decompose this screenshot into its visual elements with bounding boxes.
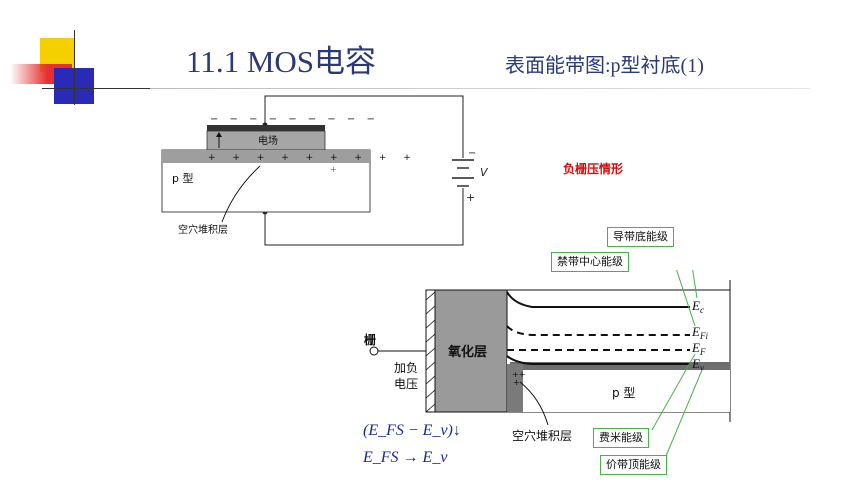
deco-v-line	[74, 30, 75, 105]
top-wire	[264, 95, 464, 158]
battery-label: V	[480, 166, 489, 179]
gate-terminal	[369, 346, 379, 356]
bias-label-2: 电压	[394, 377, 418, 391]
corner-decoration	[10, 30, 150, 110]
formula-line-1: (E_FS − E_v)↓	[363, 422, 461, 439]
ec-line	[506, 291, 690, 308]
ef-label: EF	[691, 340, 706, 357]
valence-band-region	[507, 358, 730, 412]
accumulation-band	[162, 150, 370, 163]
oxide-label: 氧化层	[447, 344, 487, 360]
efi-line	[506, 325, 690, 336]
condition-label: 负栅压情形	[563, 162, 624, 176]
callout-fermi: 费米能级	[593, 428, 649, 448]
ev-line	[506, 355, 690, 365]
header-rule	[150, 88, 810, 89]
svg-text:− − − − − − − − −: − − − − − − − − −	[210, 114, 379, 125]
slide-title: 11.1 MOS电容	[186, 44, 377, 79]
depletion-label: 空穴堆积层	[178, 223, 228, 236]
accumulation-region	[507, 364, 523, 412]
field-label: 电场	[258, 134, 278, 147]
battery-minus: −	[468, 148, 476, 159]
depletion-leader	[221, 165, 261, 223]
leader-conduction	[692, 270, 698, 299]
substrate-label: p 型	[612, 386, 635, 400]
accumulation-label: 空穴堆积层	[512, 428, 572, 443]
svg-text:+: +	[330, 165, 337, 174]
substrate-label: p 型	[172, 171, 193, 185]
gate-metal	[207, 125, 325, 131]
svg-text:+ + + + + + + + +: + + + + + + + + +	[208, 153, 418, 163]
svg-text:+: +	[513, 378, 520, 387]
leader-midgap	[676, 270, 696, 327]
deco-h-line	[42, 88, 150, 89]
mos-structure-diagram: − V + − − − − − − − − − 电场 + + + + + + +…	[161, 95, 489, 246]
battery-plus: +	[466, 191, 475, 204]
ev-label: Ev	[691, 356, 704, 373]
formula-line-2: E_FS → E_v	[363, 449, 448, 466]
ec-label: Ec	[691, 298, 704, 315]
callout-conduction-band: 导带底能级	[607, 227, 674, 247]
leader-fermi	[651, 353, 696, 431]
oxide-region	[434, 289, 508, 413]
efi-label: EFi	[691, 324, 708, 341]
gate-label: 栅	[364, 332, 376, 347]
valence-edge-band	[510, 362, 730, 370]
callout-midgap: 禁带中心能级	[551, 252, 629, 272]
bias-label-1: 加负	[394, 361, 418, 375]
svg-text:++: ++	[512, 370, 525, 379]
slide-subtitle: 表面能带图:p型衬底(1)	[505, 55, 704, 77]
band-diagram: 栅 加负 电压 氧化层 ++ + Ec EFi EF Ev p 型 空穴堆积层	[364, 270, 731, 457]
callout-valence-band: 价带顶能级	[600, 455, 667, 475]
accumulation-leader	[519, 381, 549, 426]
bottom-wire	[264, 188, 464, 246]
leader-valence	[665, 369, 703, 457]
